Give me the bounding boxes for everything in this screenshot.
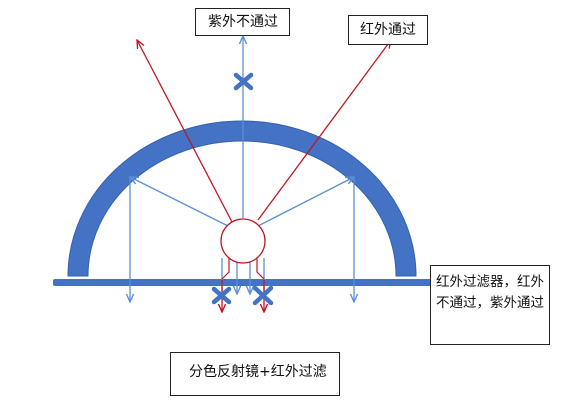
- uv-ray-to-right: [257, 177, 354, 227]
- ir-ray-up-right: [257, 40, 391, 221]
- uv-blocked-label: 紫外不通过: [195, 8, 290, 36]
- dichroic-dome: [67, 120, 417, 277]
- ir-filter-description: 红外过滤器，红外不通过，紫外通过: [430, 265, 550, 345]
- uv-ray-to-left: [130, 177, 229, 227]
- cross-ir-left-icon: [211, 286, 232, 305]
- filter-base-bar: [53, 279, 436, 286]
- ir-pass-label: 红外通过: [348, 15, 428, 45]
- lamp-wire-right: [256, 258, 265, 280]
- lamp-wire-left: [221, 258, 230, 280]
- bottom-caption: 分色反射镜+红外过滤: [170, 352, 340, 396]
- ir-ray-up-left: [137, 40, 233, 223]
- lamp-circle: [220, 218, 266, 264]
- cross-uv-top-icon: [233, 72, 254, 91]
- cross-ir-right-icon: [252, 285, 274, 306]
